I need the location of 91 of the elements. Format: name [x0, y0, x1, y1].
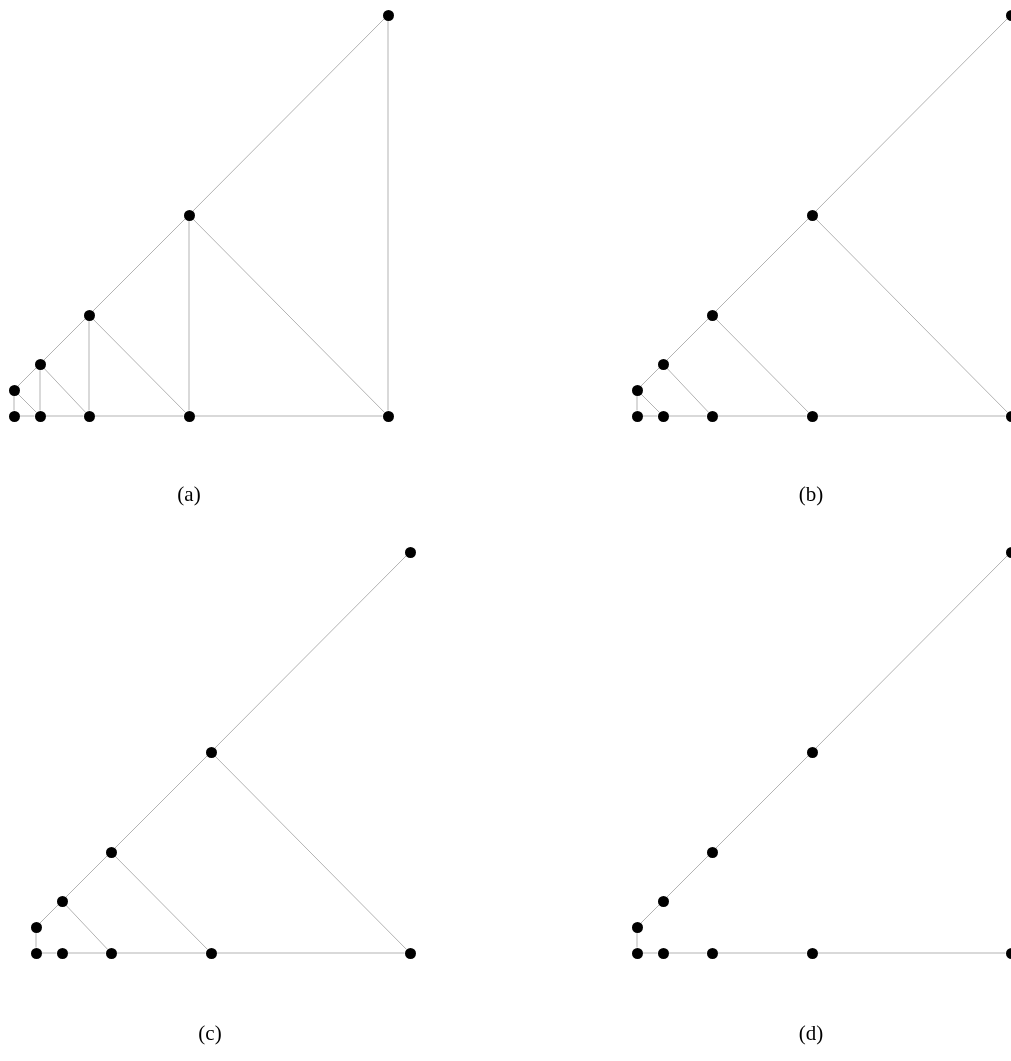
edge-line	[640, 393, 660, 413]
edge-line	[715, 318, 809, 413]
vertex-dot	[706, 309, 718, 321]
vertex-dot	[631, 921, 643, 933]
edge-line	[387, 20, 389, 411]
vertex-dot	[404, 546, 416, 558]
vertex-dot	[30, 921, 42, 933]
vertex-dot	[34, 358, 46, 370]
vertex-dot	[56, 947, 68, 959]
edge-line	[65, 855, 108, 898]
edge-line	[13, 395, 15, 411]
vertex-dot	[34, 410, 46, 422]
edge-line	[192, 218, 385, 413]
edge-line	[642, 415, 658, 417]
edge-line	[717, 952, 807, 954]
edge-line	[192, 18, 385, 212]
edge-line	[67, 952, 106, 954]
vertex-dot	[631, 384, 643, 396]
edge-line	[41, 952, 57, 954]
vertex-dot	[706, 846, 718, 858]
edge-line	[188, 220, 190, 411]
edge-line	[815, 218, 1008, 413]
edge-line	[715, 218, 809, 312]
vertex-dot	[183, 410, 195, 422]
edge-line	[817, 952, 1006, 954]
edge-line	[214, 555, 407, 749]
edge-line	[43, 367, 86, 413]
vertex-dot	[183, 209, 195, 221]
vertex-dot	[806, 746, 818, 758]
edge-line	[94, 415, 184, 417]
edge-line	[194, 415, 383, 417]
edge-line	[666, 855, 709, 898]
edge-line	[114, 755, 208, 849]
vertex-dot	[657, 358, 669, 370]
vertex-dot	[382, 410, 394, 422]
edge-line	[815, 555, 1008, 749]
vertex-dot	[56, 895, 68, 907]
edge-line	[17, 367, 37, 387]
edge-line	[65, 904, 108, 950]
panel-caption: (b)	[798, 481, 824, 507]
edge-line	[19, 415, 35, 417]
vertex-dot	[657, 410, 669, 422]
vertex-dot	[8, 410, 20, 422]
vertex-dot	[706, 410, 718, 422]
vertex-dot	[30, 947, 42, 959]
vertex-dot	[83, 410, 95, 422]
vertex-dot	[205, 746, 217, 758]
vertex-dot	[706, 947, 718, 959]
vertex-dot	[631, 410, 643, 422]
vertex-dot	[657, 895, 669, 907]
edge-line	[668, 415, 707, 417]
edge-line	[717, 415, 807, 417]
edge-line	[114, 855, 208, 950]
vertex-dot	[631, 947, 643, 959]
edge-line	[640, 904, 660, 924]
edge-line	[666, 367, 709, 413]
edge-line	[116, 952, 206, 954]
edge-line	[668, 952, 707, 954]
edge-line	[214, 755, 407, 950]
vertex-dot	[806, 947, 818, 959]
vertex-dot	[83, 309, 95, 321]
edge-line	[216, 952, 405, 954]
edge-line	[636, 932, 638, 948]
edge-line	[642, 952, 658, 954]
edge-line	[35, 932, 37, 948]
edge-line	[39, 904, 59, 924]
edge-line	[815, 18, 1008, 212]
vertex-dot	[404, 947, 416, 959]
edge-line	[640, 367, 660, 387]
edge-line	[17, 393, 37, 413]
vertex-dot	[806, 410, 818, 422]
panel-caption: (c)	[198, 1020, 222, 1046]
edge-line	[45, 415, 84, 417]
panel-caption: (a)	[177, 481, 201, 507]
vertex-dot	[105, 846, 117, 858]
vertex-dot	[8, 384, 20, 396]
edge-line	[92, 318, 186, 413]
vertex-dot	[205, 947, 217, 959]
panel-caption: (d)	[798, 1020, 824, 1046]
vertex-dot	[382, 9, 394, 21]
edge-line	[92, 218, 186, 312]
vertex-dot	[105, 947, 117, 959]
edge-line	[666, 318, 709, 361]
edge-line	[43, 318, 86, 361]
edge-line	[817, 415, 1006, 417]
edge-line	[715, 755, 809, 849]
edge-line	[636, 395, 638, 411]
edge-line	[88, 320, 90, 411]
edge-line	[39, 369, 41, 411]
vertex-dot	[657, 947, 669, 959]
vertex-dot	[806, 209, 818, 221]
